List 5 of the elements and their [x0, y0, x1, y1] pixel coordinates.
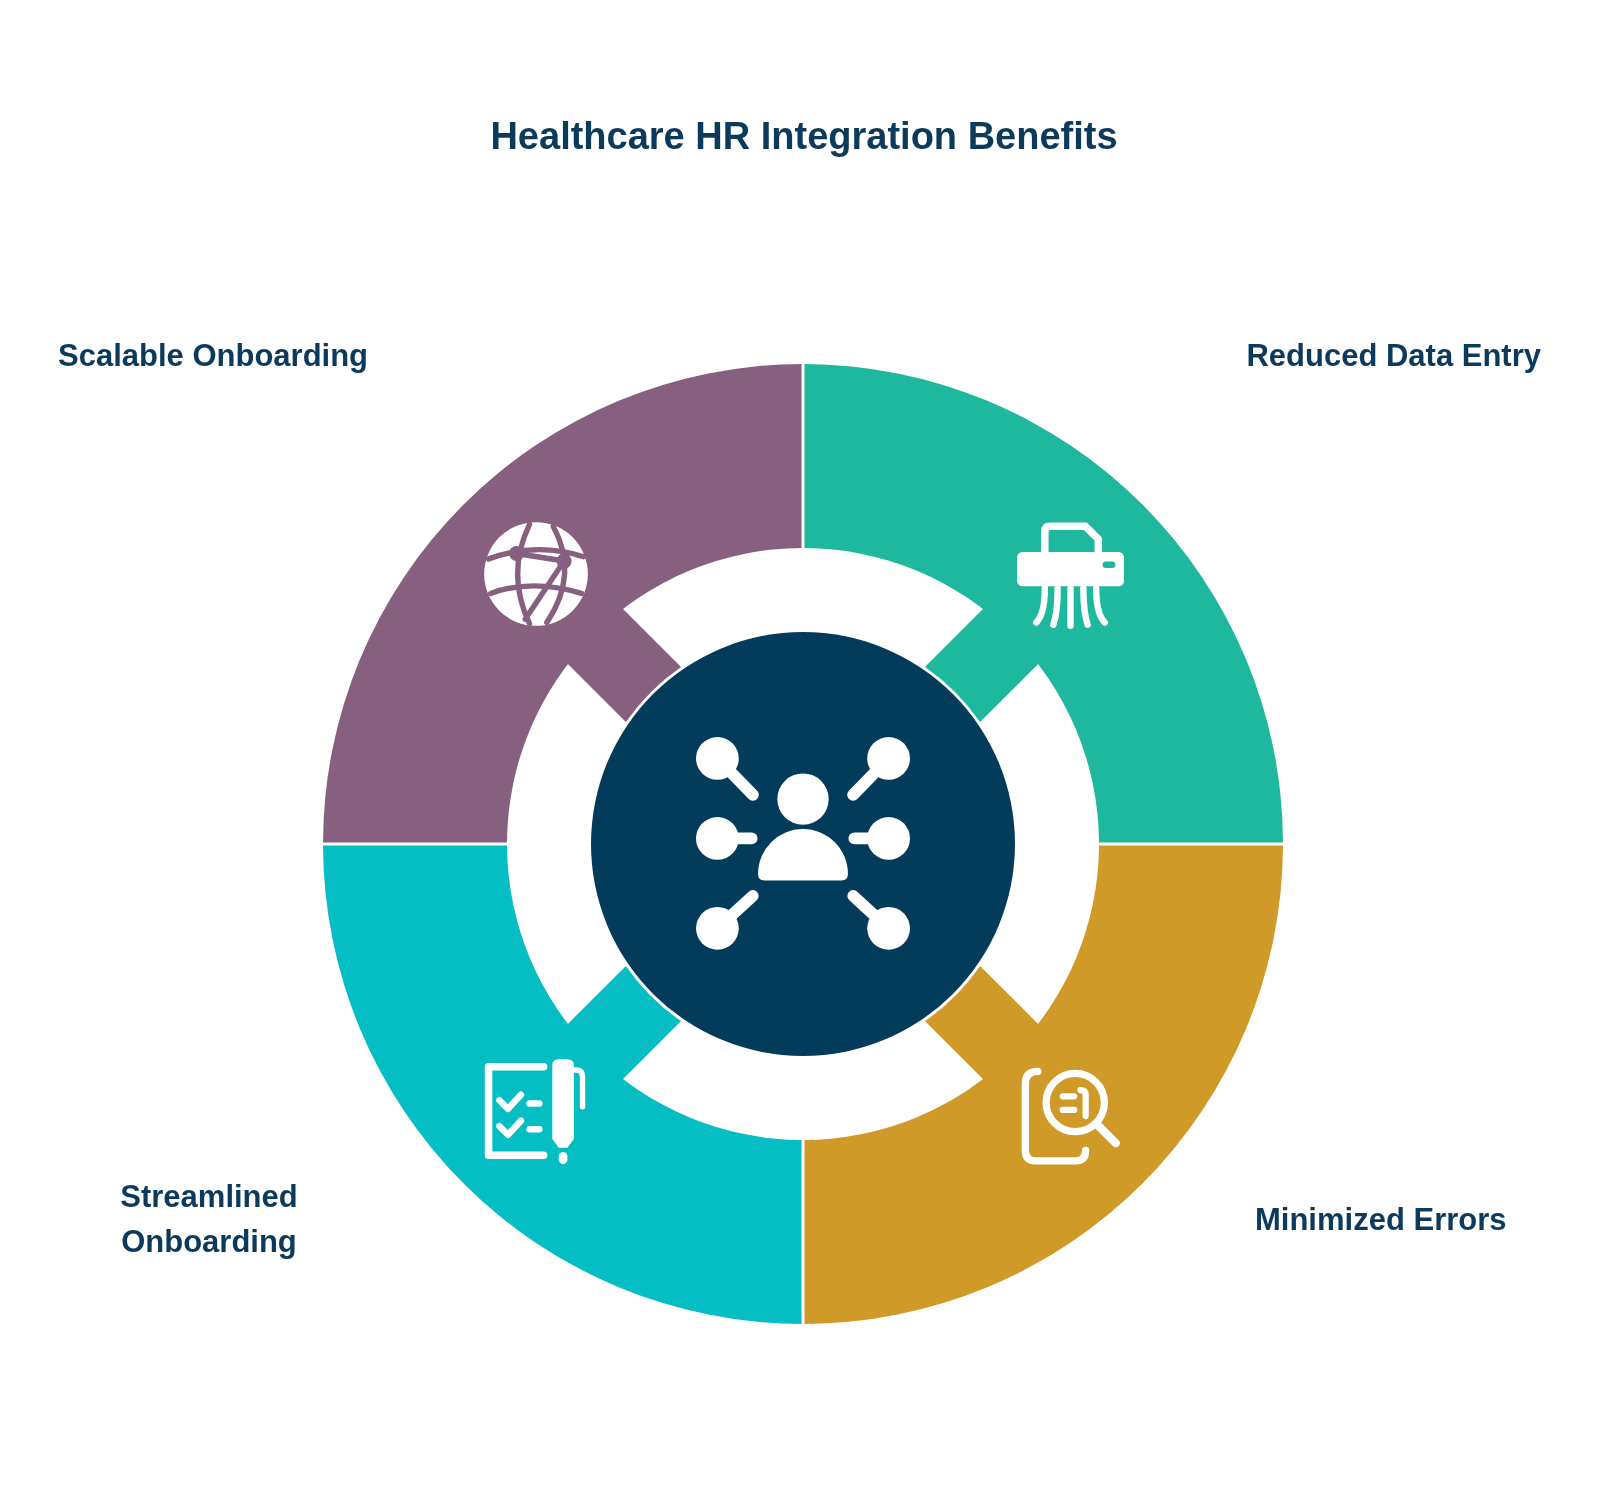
segment-label: Streamlined Onboarding — [120, 1178, 298, 1261]
segment-label: Reduced Data Entry — [1246, 337, 1541, 375]
diagram-title: Healthcare HR Integration Benefits — [490, 114, 1118, 159]
segment-label: Minimized Errors — [1255, 1201, 1507, 1239]
segment-label: Scalable Onboarding — [58, 337, 369, 375]
